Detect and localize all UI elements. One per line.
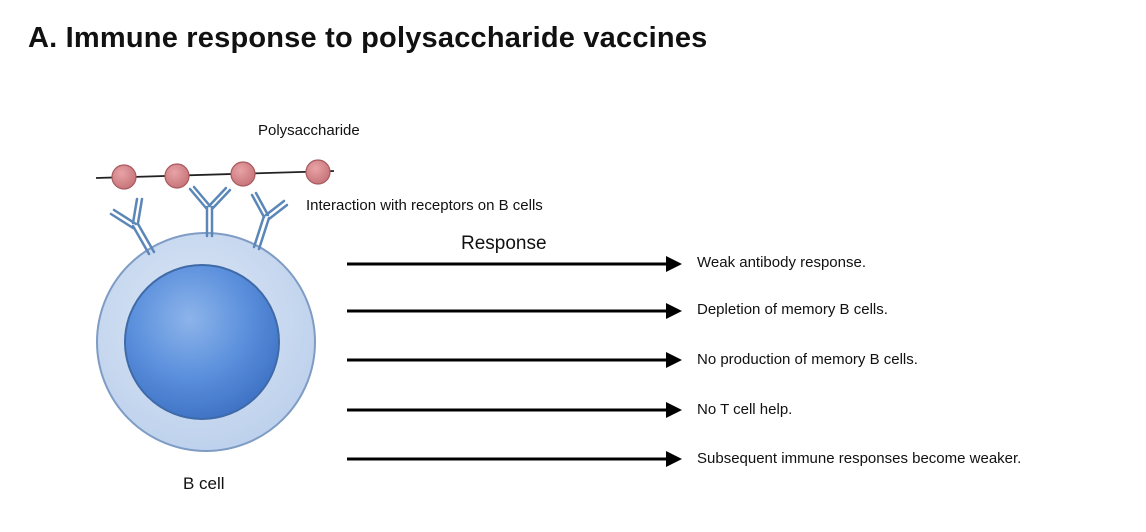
arrow-5 xyxy=(347,451,682,467)
response-arrows xyxy=(347,256,682,467)
arrow-4 xyxy=(347,402,682,418)
antigen-bead-4 xyxy=(305,159,331,185)
outcome-weak-antibody: Weak antibody response. xyxy=(697,254,866,271)
arrow-2 xyxy=(347,303,682,319)
antigen-bead-1 xyxy=(111,164,137,190)
arrow-3 xyxy=(347,352,682,368)
response-heading: Response xyxy=(461,233,547,254)
outcome-memory-depletion: Depletion of memory B cells. xyxy=(697,301,888,318)
receptor-3 xyxy=(250,191,289,251)
b-cell-receptors xyxy=(109,185,289,256)
antigen-bead-2 xyxy=(164,163,190,189)
outcome-weaker-responses: Subsequent immune responses become weake… xyxy=(697,450,1022,467)
antigen-bead-3 xyxy=(230,161,256,187)
polysaccharide-label: Polysaccharide xyxy=(258,122,360,139)
outcome-no-memory-production: No production of memory B cells. xyxy=(697,351,918,368)
b-cell-nucleus xyxy=(124,264,280,420)
interaction-label: Interaction with receptors on B cells xyxy=(306,197,543,214)
receptor-1 xyxy=(109,197,156,256)
arrow-1 xyxy=(347,256,682,272)
outcome-no-t-cell-help: No T cell help. xyxy=(697,401,793,418)
b-cell-label: B cell xyxy=(183,474,225,493)
receptor-2 xyxy=(188,185,232,238)
page-title: A. Immune response to polysaccharide vac… xyxy=(28,22,708,54)
polysaccharide-beads xyxy=(111,159,331,190)
